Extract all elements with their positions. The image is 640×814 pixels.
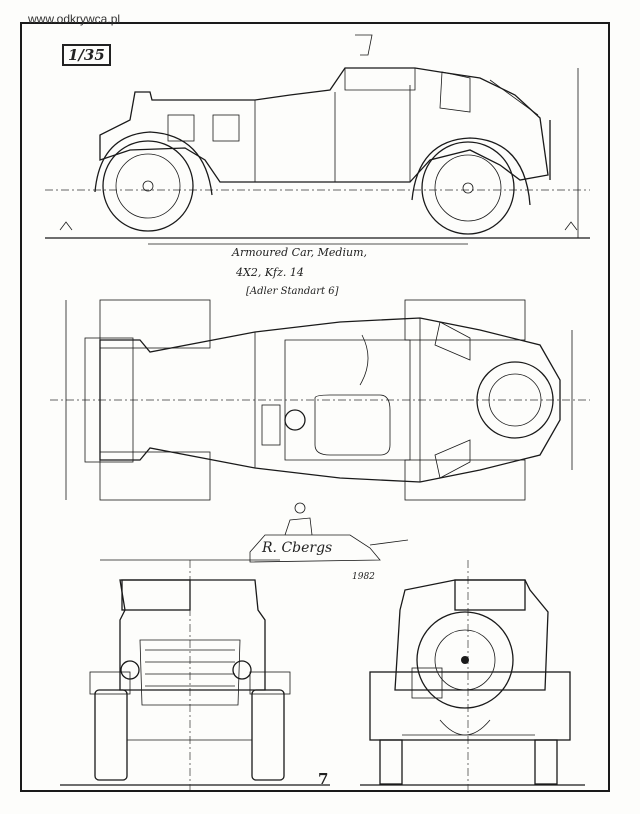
top-spare-wheel-inner (488, 373, 542, 427)
top-open-hatch (314, 394, 391, 456)
top-rear-hatch-right (434, 439, 471, 479)
front-hull (119, 579, 266, 691)
rear-axle-housing (439, 719, 491, 736)
front-wheel-hub (142, 180, 154, 192)
front-fender-right (249, 671, 291, 695)
top-front-fender-right (99, 451, 211, 501)
rear-spare-hub (461, 656, 469, 664)
ground-mark-right (564, 221, 578, 231)
title-line-1: Armoured Car, Medium, (232, 246, 368, 259)
top-radiator (84, 337, 134, 463)
side-rear-slope (489, 79, 539, 116)
rear-wheel-rim (434, 154, 502, 222)
side-antenna (355, 34, 373, 56)
rear-wheel-tyre (421, 141, 515, 235)
vehicle-sketch (249, 502, 409, 563)
front-headlight-right (232, 660, 252, 680)
side-louvre-2 (212, 114, 240, 142)
front-turret (121, 579, 191, 611)
rear-tyre-right (534, 739, 558, 785)
rear-wheel-hub (462, 182, 474, 194)
sketch-hull (249, 534, 381, 563)
signature-year: 1982 (352, 572, 375, 582)
front-wheel-tyre (102, 140, 194, 232)
side-turret (344, 68, 416, 91)
artist-signature: R. Cbergs (262, 540, 333, 556)
front-wheel-rim (115, 153, 181, 219)
rear-view (360, 560, 585, 790)
sketch-gun (369, 539, 409, 546)
side-hull (99, 67, 549, 183)
side-louvre-1 (167, 114, 195, 142)
title-line-3: [Adler Standart 6] (246, 286, 339, 297)
rear-tyre-left (379, 739, 403, 785)
sketch-crew (294, 502, 306, 514)
front-mudguard (94, 131, 213, 196)
top-rear-hatch-left (434, 321, 471, 361)
drawing-border (20, 22, 610, 792)
front-grille (139, 639, 241, 706)
top-rear-fender-left (404, 299, 526, 341)
front-fender-left (89, 671, 131, 695)
top-side-vent (261, 404, 281, 446)
top-view (50, 299, 590, 501)
rear-spare-wheel (416, 611, 514, 709)
side-view (45, 34, 590, 245)
top-roundel (284, 409, 306, 431)
rear-turret (454, 579, 526, 611)
top-rear-fender-right (404, 459, 526, 501)
front-tyre-left (94, 689, 128, 781)
title-line-2: 4X2, Kfz. 14 (236, 266, 304, 279)
ground-mark-left (59, 221, 73, 231)
front-view (60, 559, 330, 790)
rear-toolbox (411, 667, 443, 699)
side-vision-hatch (439, 71, 471, 113)
top-front-fender-left (99, 299, 211, 349)
top-spare-wheel (476, 361, 554, 439)
rear-mudguard (411, 137, 531, 206)
rear-hull (394, 579, 549, 691)
sketch-turret (284, 517, 313, 536)
front-tyre-right (251, 689, 285, 781)
watermark: www.odkrywca.pl (28, 12, 121, 26)
top-antenna (359, 334, 369, 386)
rear-spare-wheel-rim (434, 629, 496, 691)
page-number: 7 (318, 770, 329, 788)
scale-label: 1/35 (62, 44, 111, 66)
rear-lower-body (369, 671, 571, 741)
